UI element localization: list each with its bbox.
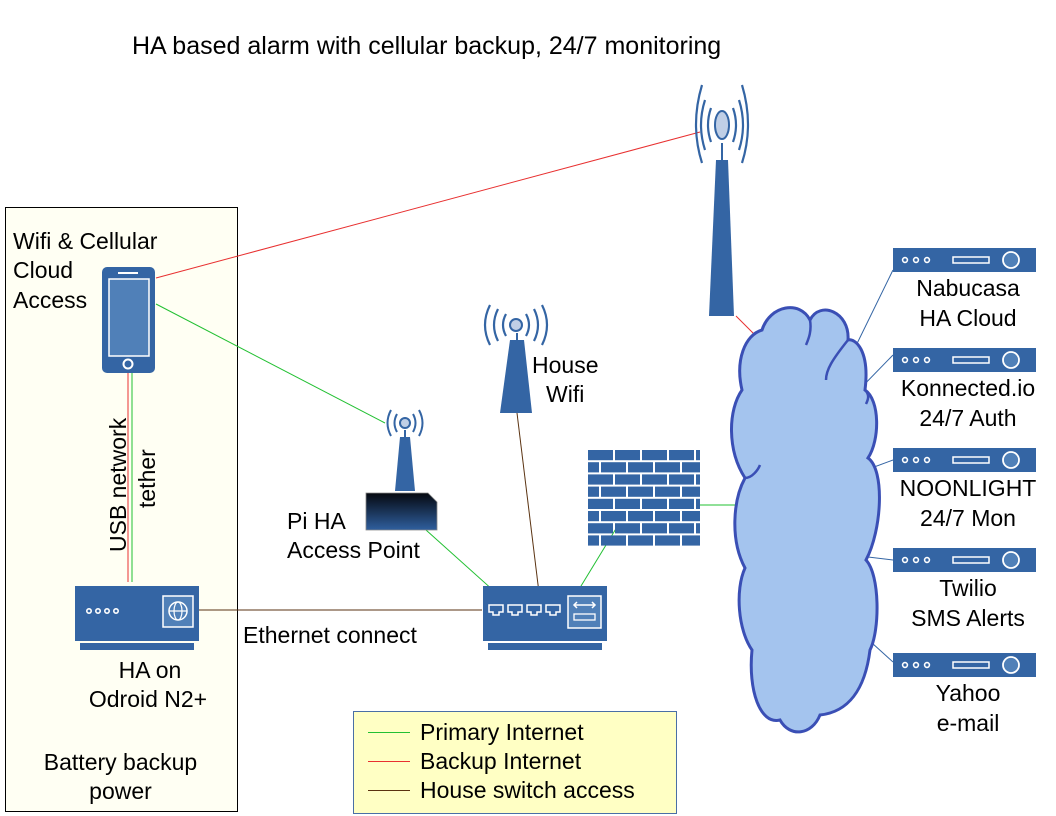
- tether-label-line1: USB network: [105, 417, 131, 552]
- server-rack-icon: [893, 548, 1036, 572]
- ha-label-line1: HA on: [118, 657, 182, 683]
- firewall-brick: [682, 511, 700, 522]
- service-label-line1: Konnected.io: [900, 375, 1036, 401]
- firewall-brick: [588, 498, 613, 509]
- server-rack-icon: [893, 448, 1036, 472]
- home-server-icon: [75, 586, 199, 650]
- tether-label-line2: tether: [134, 449, 160, 508]
- service-label-line2: 24/7 Mon: [920, 505, 1016, 531]
- ethernet-label: Ethernet connect: [243, 622, 417, 648]
- servers: [893, 248, 1036, 677]
- diagram-title: HA based alarm with cellular backup, 24/…: [132, 32, 722, 60]
- firewall-brick: [615, 474, 640, 485]
- smartphone-icon: [102, 267, 155, 373]
- legend-item-primary: Primary Internet: [368, 717, 584, 747]
- internet-cloud-icon: [730, 306, 881, 734]
- firewall-brick: [588, 511, 599, 522]
- firewall-brick: [588, 450, 613, 461]
- firewall-brick: [696, 450, 700, 461]
- pi-ap-label-line1: Pi HA: [287, 508, 346, 534]
- firewall-brick: [588, 523, 613, 534]
- firewall-brick: [682, 486, 700, 497]
- phone-label-line2: Cloud: [13, 257, 74, 283]
- firewall-brick: [628, 535, 653, 546]
- firewall-brick: [669, 450, 694, 461]
- firewall-brick: [628, 486, 653, 497]
- service-link-5: [871, 642, 894, 663]
- legend-item-house-switch: House switch access: [368, 775, 635, 805]
- legend-swatch-house-switch: [368, 789, 410, 791]
- service-label-line2: HA Cloud: [919, 305, 1017, 331]
- server-rack-icon: [893, 248, 1036, 272]
- power-label-line1: Battery backup: [43, 749, 198, 775]
- firewall-brick: [628, 462, 653, 473]
- service-label-line1: Twilio: [939, 575, 997, 601]
- firewall-brick: [628, 511, 653, 522]
- firewall-brick: [682, 462, 700, 473]
- firewall-brick: [655, 511, 680, 522]
- firewall-brick: [642, 498, 667, 509]
- firewall-brick: [696, 474, 700, 485]
- firewall-brick: [601, 486, 626, 497]
- firewall-brick: [588, 486, 599, 497]
- firewall-brick: [642, 474, 667, 485]
- firewall-brick: [642, 523, 667, 534]
- server-rack-icon: [893, 348, 1036, 372]
- firewall-brick: [655, 462, 680, 473]
- firewall-brick: [655, 535, 680, 546]
- firewall-brick: [615, 523, 640, 534]
- phone-label-line3: Access: [13, 287, 88, 313]
- house-wifi-label-line2: Wifi: [546, 381, 585, 407]
- cell-tower-icon: [694, 84, 750, 316]
- backup-link-phone-to-tower: [155, 131, 701, 279]
- service-label-line1: NOONLIGHT: [899, 475, 1037, 501]
- firewall-brick: [669, 474, 694, 485]
- service-label-line1: Yahoo: [935, 680, 1001, 706]
- house-wifi-link: [516, 412, 542, 610]
- power-label-line2: power: [89, 778, 152, 804]
- firewall-brick: [682, 535, 700, 546]
- ha-label-line2: Odroid N2+: [88, 686, 208, 712]
- firewall-brick: [696, 523, 700, 534]
- firewall-brick: [601, 462, 626, 473]
- service-link-4: [867, 556, 894, 561]
- server-rack-icon: [893, 653, 1036, 677]
- house-wifi-label-line1: House: [532, 352, 599, 378]
- wireless-access-point-icon: [365, 409, 438, 531]
- service-label-line2: e-mail: [936, 710, 1000, 736]
- network-switch-icon: [483, 586, 607, 650]
- legend: Primary Internet Backup Internet House s…: [353, 711, 677, 814]
- firewall-brick: [655, 486, 680, 497]
- firewall-brick: [588, 474, 613, 485]
- legend-label-house-switch: House switch access: [420, 777, 635, 803]
- pi-ap-label-line2: Access Point: [287, 537, 420, 563]
- service-label-line2: SMS Alerts: [911, 605, 1025, 631]
- firewall-brick: [669, 498, 694, 509]
- firewall-brick: [601, 511, 626, 522]
- service-label-line1: Nabucasa: [916, 275, 1020, 301]
- legend-item-backup: Backup Internet: [368, 746, 581, 776]
- firewall-brick: [601, 535, 626, 546]
- primary-link-phone-to-pi-ap: [155, 303, 386, 424]
- firewall-brick: [615, 498, 640, 509]
- wifi-tower-icon: [483, 304, 549, 413]
- firewall-brick: [696, 498, 700, 509]
- legend-swatch-backup: [368, 760, 410, 762]
- firewall-brick: [588, 462, 599, 473]
- legend-label-primary: Primary Internet: [420, 719, 584, 745]
- firewall-brick: [588, 535, 599, 546]
- firewall-brick: [669, 523, 694, 534]
- firewall-icon: [588, 450, 700, 546]
- legend-swatch-primary: [368, 731, 410, 733]
- service-label-line2: 24/7 Auth: [919, 405, 1017, 431]
- legend-label-backup: Backup Internet: [420, 748, 582, 774]
- firewall-brick: [615, 450, 640, 461]
- firewall-brick: [642, 450, 667, 461]
- phone-label-line1: Wifi & Cellular: [13, 228, 158, 254]
